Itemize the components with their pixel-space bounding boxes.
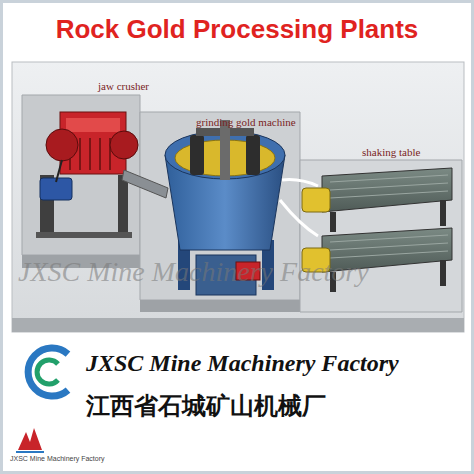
title: Rock Gold Processing Plants — [0, 14, 474, 45]
logo-caption: JXSC Mine Machinery Factory — [10, 455, 105, 462]
part-label: jaw crusher — [98, 80, 149, 92]
watermark: JXSC Mine Machinery Factory — [18, 256, 369, 288]
company-name: JXSC Mine Machinery Factory — [86, 350, 399, 377]
part-label: grinding gold machine — [196, 116, 296, 128]
part-label: shaking table — [362, 146, 420, 158]
company-name-chinese: 江西省石城矿山机械厂 — [86, 390, 326, 422]
